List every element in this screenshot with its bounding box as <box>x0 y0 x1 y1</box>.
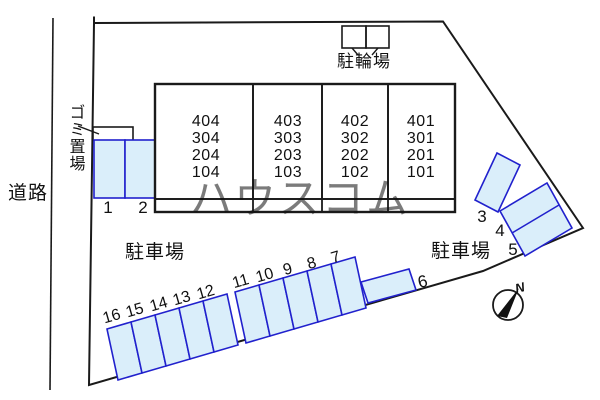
bicycle-leader-line-2 <box>371 47 379 56</box>
parking-space-number-16: 16 <box>101 306 123 327</box>
room-number: 403 <box>274 113 302 130</box>
building-unit-3-rooms: 403 303 203 103 <box>274 113 302 181</box>
building-unit-1-rooms: 401 301 201 101 <box>407 113 435 181</box>
right-parking-spaces: 3 4 5 <box>473 151 574 259</box>
parking-space-3 <box>473 151 522 214</box>
room-number: 301 <box>407 130 435 147</box>
watermark: ハウスコム <box>190 175 410 222</box>
parking-space-number-13: 13 <box>171 288 193 309</box>
room-number: 401 <box>407 113 435 130</box>
room-number: 202 <box>341 147 369 164</box>
compass-north-label: N <box>514 279 527 296</box>
parking-space-number-3: 3 <box>477 207 486 226</box>
room-number: 404 <box>192 113 220 130</box>
parking-space-number-11: 11 <box>230 271 251 292</box>
compass: N <box>492 279 527 321</box>
room-number: 103 <box>274 164 302 181</box>
parking-space-2 <box>124 139 156 199</box>
room-number: 104 <box>192 164 220 181</box>
building-unit-2-rooms: 402 302 202 102 <box>341 113 369 181</box>
compass-needle <box>497 288 519 318</box>
room-number: 303 <box>274 130 302 147</box>
bicycle-box-2 <box>365 25 390 49</box>
parking-area-label-right: 駐車場 <box>431 240 491 262</box>
compass-circle <box>492 289 524 321</box>
parking-space-6 <box>359 268 418 304</box>
parking-space-7 <box>330 255 367 317</box>
room-number: 402 <box>341 113 369 130</box>
road-label: 道路 <box>8 182 48 204</box>
room-number: 203 <box>274 147 302 164</box>
room-number: 204 <box>192 147 220 164</box>
parking-space-1 <box>93 139 126 199</box>
garbage-leader-line <box>77 125 100 135</box>
bicycle-leader-line-1 <box>351 47 359 56</box>
bicycle-box-1 <box>341 25 367 49</box>
bottom-left-parking-row: 16 15 14 13 12 <box>101 282 239 382</box>
parking-space-number-15: 15 <box>124 300 146 321</box>
bicycle-parking-label: 駐輪場 <box>337 52 391 71</box>
parking-space-12 <box>202 292 239 354</box>
building-outline <box>153 82 457 214</box>
parking-area-label-left: 駐車場 <box>125 241 185 263</box>
room-number: 102 <box>341 164 369 181</box>
parking-space-number-10: 10 <box>254 265 276 286</box>
room-number: 201 <box>407 147 435 164</box>
bicycle-parking: 駐輪場 <box>337 25 391 71</box>
room-number: 304 <box>192 130 220 147</box>
parking-space-number-4: 4 <box>495 221 504 240</box>
parking-space-number-9: 9 <box>281 260 294 279</box>
garbage-label: ゴミ置場 <box>67 104 86 172</box>
parking-space-number-12: 12 <box>195 282 217 303</box>
building-unit-4-rooms: 404 304 204 104 <box>192 113 220 181</box>
bottom-right-parking-row: 11 10 9 8 7 <box>230 248 367 345</box>
building: 404 304 204 104 403 303 203 103 402 302 … <box>153 82 457 214</box>
parking-space-number-5: 5 <box>508 240 517 259</box>
parking-space-number-1: 1 <box>103 198 112 217</box>
parking-space-number-6: 6 <box>416 271 430 292</box>
room-number: 101 <box>407 164 435 181</box>
road-line <box>49 17 54 391</box>
room-number: 302 <box>341 130 369 147</box>
parking-space-number-2: 2 <box>138 198 147 217</box>
parking-space-number-14: 14 <box>148 294 170 315</box>
parking-space-4-5-divider <box>511 204 560 234</box>
